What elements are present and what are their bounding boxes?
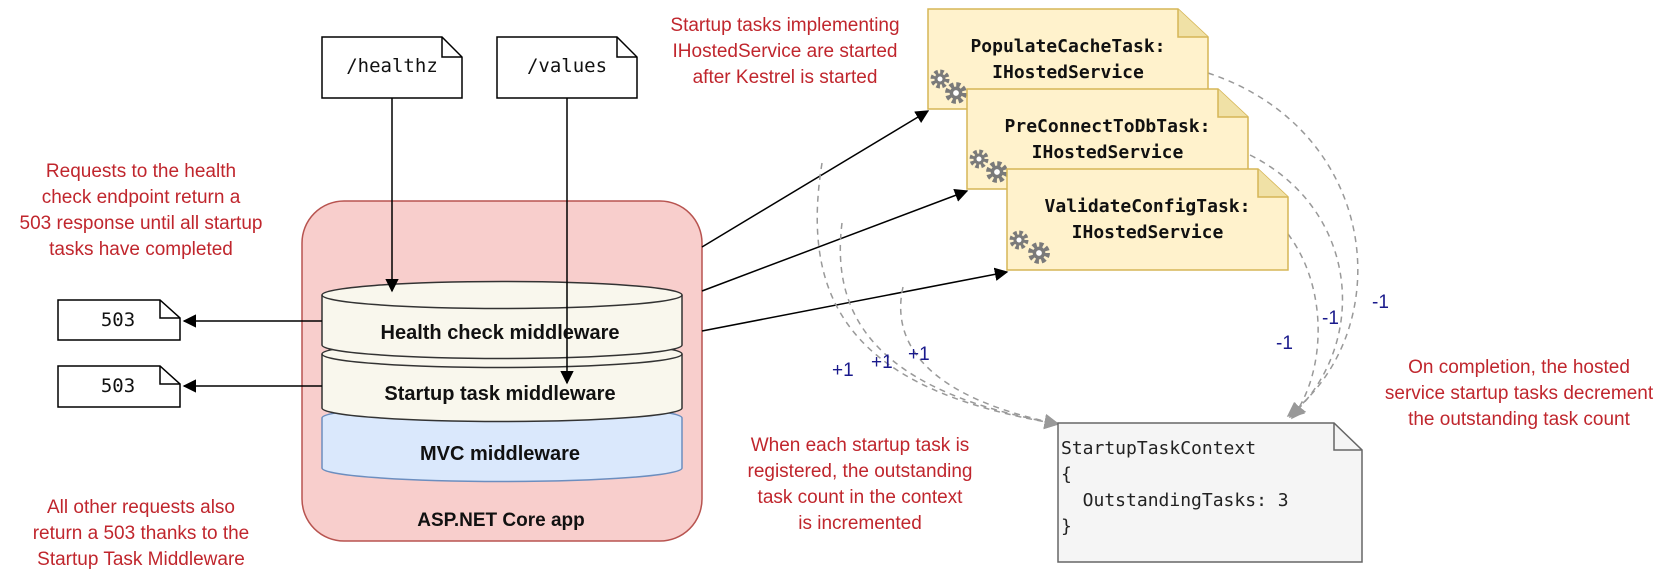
validate-config-task-note (1006, 168, 1289, 271)
populate-cache-task-note (927, 8, 1209, 110)
startup-task-context-code: StartupTaskContext { OutstandingTasks: 3… (1061, 438, 1289, 537)
other-requests-annotation: All other requests also return a 503 tha… (32, 497, 250, 570)
validate-config-task-label: ValidateConfigTask: IHostedService (1044, 196, 1251, 243)
startup-task-middleware-label: Startup task middleware (384, 383, 616, 405)
startup-task-middleware-cylinder (321, 339, 683, 423)
decrement-label-3: -1 (1276, 333, 1293, 354)
response-503-document-2 (57, 365, 181, 408)
decrement-arrow-3 (1287, 233, 1319, 420)
increment-label-3: +1 (908, 344, 930, 365)
preconnect-db-task-note (966, 88, 1249, 190)
populate-cache-task-label: PopulateCacheTask: IHostedService (970, 36, 1166, 83)
aspnet-core-app-label: ASP.NET Core app (417, 510, 585, 531)
start-preconnect-arrow (701, 188, 969, 292)
startup-tasks-annotation: Startup tasks implementing IHostedServic… (670, 15, 900, 88)
healthz-document (321, 36, 463, 99)
preconnect-db-task-label: PreConnectToDbTask: IHostedService (1004, 116, 1211, 163)
registered-annotation: When each startup task is registered, th… (747, 435, 973, 534)
increment-arrow-1 (816, 162, 1060, 430)
values-endpoint-label: /values (526, 55, 608, 77)
decrement-arrow-1 (1207, 72, 1359, 417)
start-populate-arrow (701, 110, 930, 248)
increment-label-2: +1 (871, 352, 893, 373)
decrement-label-1: -1 (1372, 292, 1389, 313)
healthz-endpoint-label: /healthz (346, 55, 438, 77)
health-check-middleware-cylinder (321, 280, 683, 360)
increment-arrow-3 (899, 286, 1060, 429)
increment-arrow-2 (839, 222, 1060, 429)
response-503-label-2: 503 (100, 375, 136, 397)
health-requests-annotation: Requests to the health check endpoint re… (19, 161, 263, 260)
decrement-label-2: -1 (1322, 308, 1339, 329)
decrement-arrow-2 (1249, 154, 1344, 419)
values-document (496, 36, 638, 99)
startup-task-context-note (1057, 422, 1363, 563)
completion-annotation: On completion, the hosted service startu… (1384, 357, 1654, 430)
response-503-document-1 (57, 299, 181, 341)
start-validate-arrow (701, 267, 1009, 332)
response-503-label-1: 503 (100, 309, 136, 331)
increment-label-1: +1 (832, 360, 854, 381)
health-check-middleware-label: Health check middleware (380, 322, 620, 344)
mvc-middleware-label: MVC middleware (419, 443, 581, 465)
